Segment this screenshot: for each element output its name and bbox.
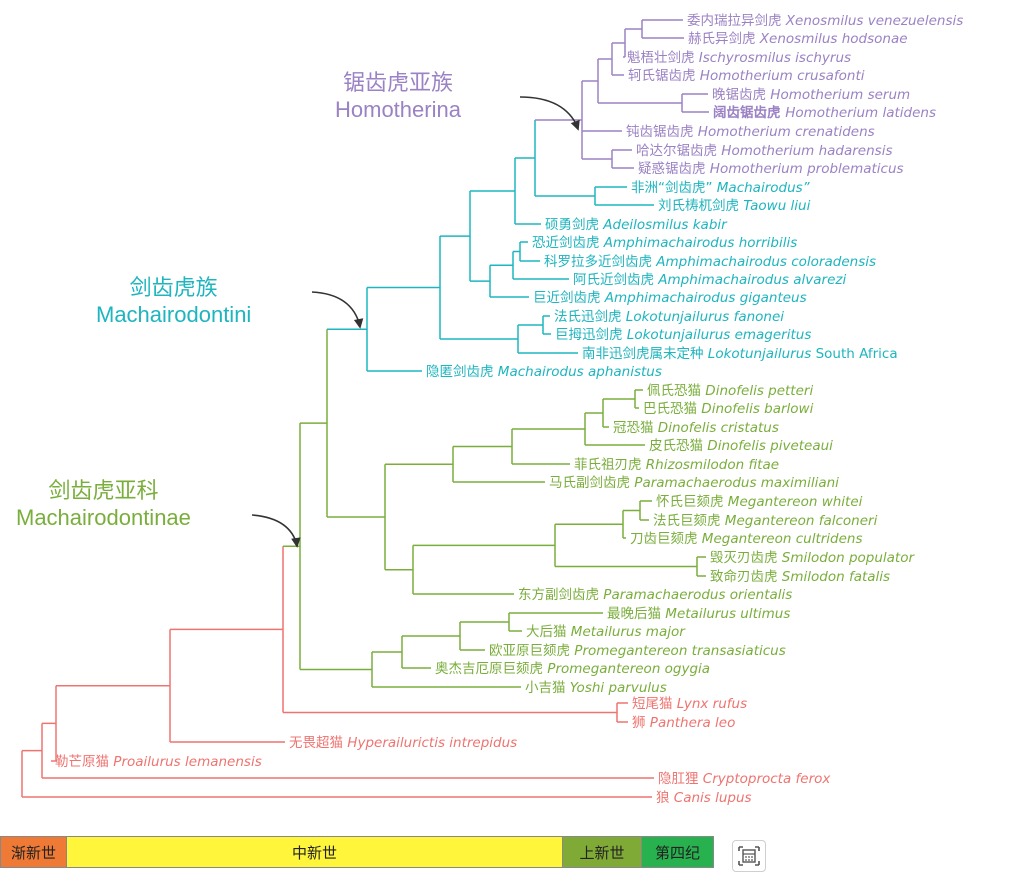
taxon-label: 皮氏恐猫 Dinofelis piveteaui (649, 438, 833, 454)
taxon-label: 东方副剑齿虎 Paramachaerodus orientalis (518, 587, 792, 603)
taxon-label: 哈达尔锯齿虎 Homotherium hadarensis (636, 143, 892, 159)
taxon-labels: 委内瑞拉异剑虎 Xenosmilus venezuelensis 赫氏异剑虎 Xe… (55, 13, 963, 806)
taxon-label: 阿氏近剑齿虎 Amphimachairodus alvarezi (573, 272, 846, 288)
taxon-label: 无畏超猫 Hyperailurictis intrepidus (289, 735, 517, 751)
taxon-label: 非洲“剑齿虎” Machairodus” (631, 180, 811, 196)
clade-label-homotherina: 锯齿虎亚族 Homotherina (335, 70, 461, 124)
taxon-label: 刀齿巨颏虎 Megantereon cultridens (630, 531, 863, 547)
calculator-button[interactable] (732, 840, 766, 872)
taxon-label: 冠恐猫 Dinofelis cristatus (613, 420, 779, 436)
clade-name-latin: Homotherina (335, 96, 461, 122)
taxon-label: 法氏巨颏虎 Megantereon falconeri (653, 513, 878, 529)
taxon-label: 隐肛狸 Cryptoprocta ferox (658, 771, 831, 787)
taxon-label: 佩氏恐猫 Dinofelis petteri (647, 383, 813, 399)
taxon-label: 科罗拉多近剑齿虎 Amphimachairodus coloradensis (544, 253, 876, 270)
tree-branches (21, 19, 709, 798)
taxon-label: 魁梧壮剑虎 Ischyrosmilus ischyrus (627, 50, 851, 66)
period-miocene: 中新世 (67, 837, 563, 867)
taxon-label: 怀氏巨颏虎 Megantereon whitei (656, 494, 863, 510)
taxon-label: 毁灭刃齿虎 Smilodon populator (710, 550, 915, 566)
taxon-label: 巴氏恐猫 Dinofelis barlowi (643, 401, 814, 417)
taxon-label: 晚锯齿虎 Homotherium serum (712, 87, 910, 103)
taxon-label: 致命刃齿虎 Smilodon fatalis (710, 568, 890, 585)
clade-name-latin: Machairodontinae (16, 504, 191, 530)
taxon-label: 勒芒原猫 Proailurus lemanensis (55, 754, 262, 770)
taxon-label: 法氏迅剑虎 Lokotunjailurus fanonei (554, 309, 784, 325)
taxon-label: 巨近剑齿虎 Amphimachairodus giganteus (533, 290, 807, 306)
clade-label-machairodontinae: 剑齿虎亚科 Machairodontinae (16, 478, 191, 532)
clade-name-zh: 剑齿虎亚科 (48, 478, 159, 503)
taxon-label: 马氏副剑齿虎 Paramachaerodus maximiliani (549, 475, 839, 491)
taxon-label: 钝齿锯齿虎 Homotherium crenatidens (626, 124, 875, 140)
geologic-timeline: 渐新世 中新世 上新世 第四纪 (0, 836, 714, 868)
taxon-label: 委内瑞拉异剑虎 Xenosmilus venezuelensis (687, 13, 963, 29)
arrowhead (353, 318, 364, 329)
clade-name-zh: 剑齿虎族 (129, 275, 218, 300)
taxon-label: 疑惑锯齿虎 Homotherium problematicus (638, 161, 904, 177)
clade-arrow (311, 291, 361, 327)
clade-name-latin: Machairodontini (96, 301, 252, 327)
taxon-label: 巨拇迅剑虎 Lokotunjailurus emageritus (555, 327, 811, 343)
clade-arrows (251, 96, 580, 548)
taxon-label: 奥杰吉厄原巨颏虎 Promegantereon ogygia (435, 660, 710, 677)
taxon-label: 菲氏祖刃虎 Rhizosmilodon fitae (574, 457, 779, 473)
taxon-label: 隐匿剑齿虎 Machairodus aphanistus (426, 364, 662, 380)
taxon-label: 短尾猫 Lynx rufus (632, 696, 747, 712)
taxon-label: 狮 Panthera leo (632, 715, 735, 731)
arrowhead (291, 537, 301, 548)
taxon-label: 阔齿锯齿虎 Homotherium latidens (713, 104, 936, 121)
calculator-icon (738, 846, 760, 866)
arrowhead (570, 119, 580, 131)
taxon-label: 恐近剑齿虎 Amphimachairodus horribilis (532, 235, 797, 251)
period-pliocene: 上新世 (563, 837, 642, 867)
taxon-label: 硕勇剑虎 Adeilosmilus kabir (545, 217, 728, 233)
clade-arrow (251, 514, 298, 546)
period-quaternary: 第四纪 (642, 837, 713, 867)
taxon-label: 小吉猫 Yoshi parvulus (525, 680, 667, 696)
clade-arrow (519, 96, 579, 129)
clade-name-zh: 锯齿虎亚族 (342, 70, 453, 95)
taxon-label: 赫氏异剑虎 Xenosmilus hodsonae (688, 31, 908, 47)
taxon-label: 南非迅剑虎属未定种 Lokotunjailurus South Africa (582, 346, 898, 362)
taxon-label: 刘氏梼杌剑虎 Taowu liui (658, 198, 811, 214)
period-oligocene: 渐新世 (1, 837, 67, 867)
taxon-label: 最晚后猫 Metailurus ultimus (607, 606, 790, 622)
taxon-label: 狼 Canis lupus (656, 790, 752, 806)
taxon-label: 欧亚原巨颏虎 Promegantereon transasiaticus (489, 643, 786, 659)
taxon-label: 大后猫 Metailurus major (526, 624, 686, 640)
taxon-label: 轲氏锯齿虎 Homotherium crusafonti (628, 68, 865, 84)
clade-label-machairodontini: 剑齿虎族 Machairodontini (96, 275, 251, 329)
